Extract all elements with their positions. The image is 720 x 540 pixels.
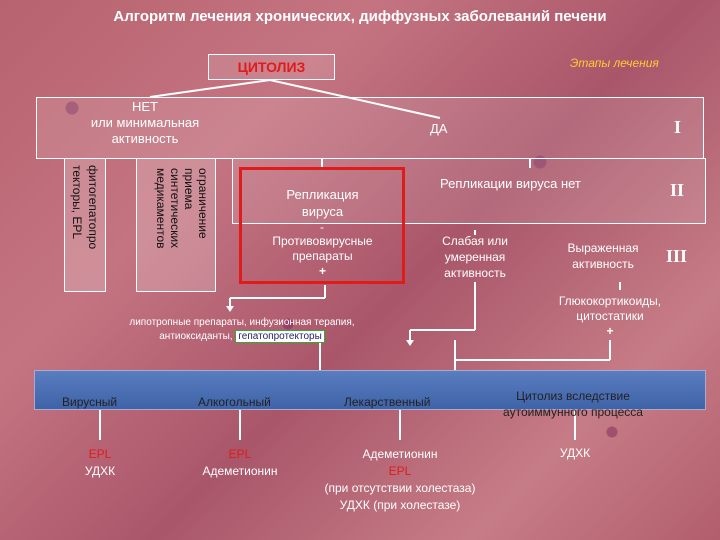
stage-roman-2: II [670,180,685,200]
drug-treatment: Адеметионин EPL (при отсутствии холестаз… [300,446,500,514]
type-drug: Лекарственный [344,395,431,409]
hepatoprotectors-highlight: гепатопротекторы [235,330,325,343]
weak-line2: умеренная [444,250,506,264]
gluco-line2: цитостатики [576,309,644,323]
drug-tx-no-cholestasis: (при отсутствии холестаза) [324,481,476,495]
replication-yes-line1: Репликация [286,187,359,202]
replication-yes-label: Репликация вируса [260,186,385,220]
restriction-text-2: приема [182,168,196,210]
antiviral-line2: препараты [292,249,353,263]
restriction-text-4: медикаментов [154,168,168,249]
type-autoimmune: Цитолиз вследствие аутоиммунного процесс… [488,388,658,420]
drug-tx-epl: EPL [388,464,412,478]
antiviral-label: Противовирусные препараты + [250,234,395,279]
alco-tx-epl: EPL [228,447,252,461]
type-alcoholic: Алкогольный [198,395,271,409]
autoimmune-line2: аутоиммунного процесса [503,405,643,419]
restriction-box [136,158,216,292]
lipotropic-label: липотропные препараты, инфузионная терап… [92,316,392,344]
restriction-text-1: ограничение [196,168,210,239]
drug-tx-ademetionine: Адеметионин [362,447,438,461]
viral-treatment: EPL УДХК [60,446,140,480]
replication-no-label: Репликации вируса нет [440,176,581,191]
stages-label: Этапы лечения [570,56,659,70]
no-label-line3: активность [111,131,179,146]
top-branch-box [36,97,704,159]
phyto-text-2: текторы, EPL [70,165,84,240]
gluco-line1: Глюкокортикоиды, [558,294,662,308]
phyto-box [64,158,106,292]
stage-roman-1: I [674,117,682,137]
strong-line1: Выраженная [567,241,639,255]
autoimmune-line1: Цитолиз вследствие [516,389,630,403]
viral-tx-epl: EPL [88,447,112,461]
no-label: НЕТ или минимальная активность [50,99,240,147]
antiviral-plus: + [318,264,326,278]
cytolysis-box: ЦИТОЛИЗ [208,54,335,80]
lipo-line2: антиоксиданты, [159,331,233,342]
antiviral-dash: - [320,220,324,234]
cytolysis-label: ЦИТОЛИЗ [237,59,306,75]
replication-highlight [239,167,405,284]
replication-yes-line2: вируса [301,204,344,219]
no-label-line2: или минимальная [90,115,200,130]
gluco-plus: + [606,324,614,338]
restriction-text-3: синтетических [168,168,182,249]
no-label-line1: НЕТ [132,99,158,114]
yes-label: ДА [430,121,448,136]
autoimmune-treatment: УДХК [559,446,591,460]
etiology-band [34,370,706,410]
alco-tx-ademetionine: Адеметионин [202,464,278,478]
stage-roman-3: III [666,246,688,266]
weak-line3: активность [444,266,506,280]
weak-activity-label: Слабая или умеренная активность [420,233,530,281]
alcoholic-treatment: EPL Адеметионин [190,446,290,480]
drug-tx-udca-cholestasis: УДХК (при холестазе) [339,498,461,512]
type-viral: Вирусный [62,395,118,409]
lipo-line1: липотропные препараты, инфузионная терап… [129,317,355,328]
weak-line1: Слабая или [442,234,508,248]
strong-line2: активность [572,257,634,271]
antiviral-line1: Противовирусные [272,234,373,248]
glucocorticoids-label: Глюкокортикоиды, цитостатики + [530,294,690,339]
viral-tx-udca: УДХК [84,464,116,478]
strong-activity-label: Выраженная активность [548,240,658,272]
page-title: Алгоритм лечения хронических, диффузных … [113,8,607,25]
phyto-text-1: фитогепатопро [86,165,100,250]
